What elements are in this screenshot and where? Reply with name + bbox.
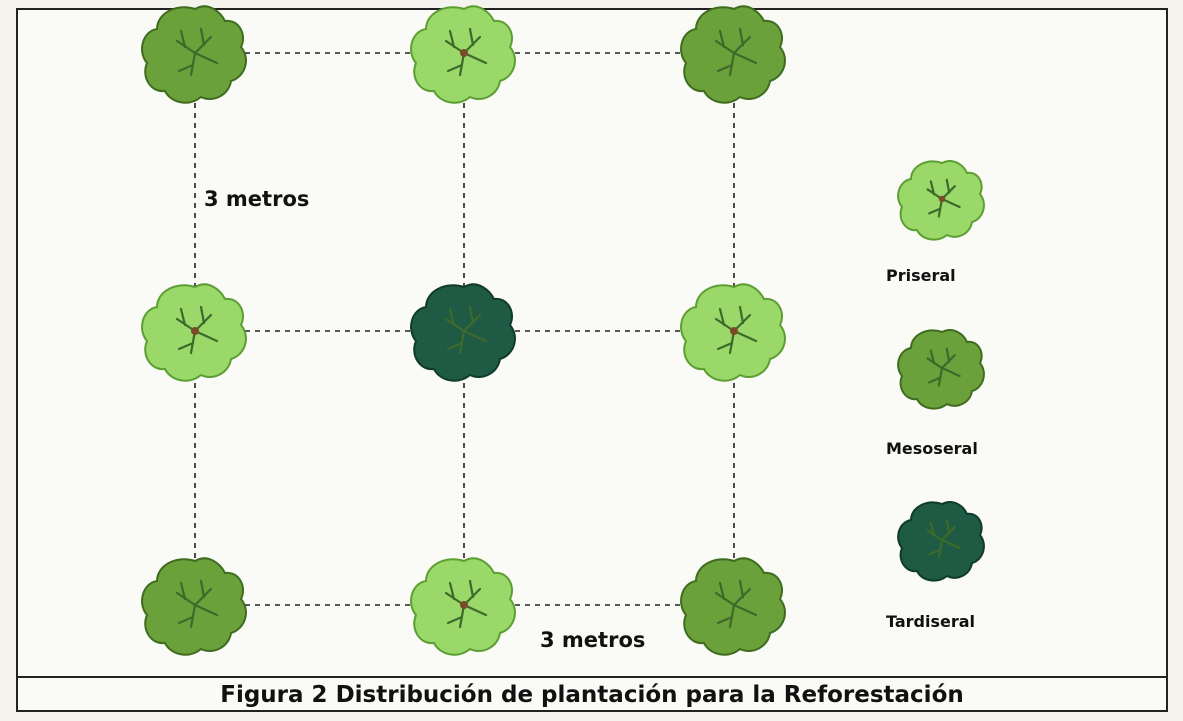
grid-lines bbox=[194, 52, 735, 606]
legend-tree-tardiseral bbox=[897, 501, 985, 582]
tree-priseral-r1c2 bbox=[410, 5, 516, 104]
tree-tardiseral-r2c2 bbox=[410, 283, 516, 382]
tree-priseral-r2c3 bbox=[680, 283, 786, 382]
horizontal-distance-label: 3 metros bbox=[540, 628, 646, 652]
tree-mesoseral-r3c1 bbox=[141, 557, 247, 656]
vertical-distance-label: 3 metros bbox=[204, 187, 310, 211]
caption-band: Figura 2 Distribución de plantación para… bbox=[16, 676, 1168, 712]
legend-label-tardiseral: Tardiseral bbox=[886, 612, 976, 631]
tree-priseral-r2c1 bbox=[141, 283, 247, 382]
legend-tree-priseral bbox=[897, 160, 985, 241]
legend-label-mesoseral: Mesoseral bbox=[886, 439, 978, 458]
tree-mesoseral-r3c3 bbox=[680, 557, 786, 656]
figure-caption: Figura 2 Distribución de plantación para… bbox=[220, 682, 964, 708]
legend-label-priseral: Priseral bbox=[886, 266, 956, 285]
legend-tree-mesoseral bbox=[897, 329, 985, 410]
tree-layer bbox=[141, 5, 786, 656]
tree-mesoseral-r1c1 bbox=[141, 5, 247, 104]
tree-priseral-r3c2 bbox=[410, 557, 516, 656]
legend-layer bbox=[897, 160, 985, 582]
tree-mesoseral-r1c3 bbox=[680, 5, 786, 104]
